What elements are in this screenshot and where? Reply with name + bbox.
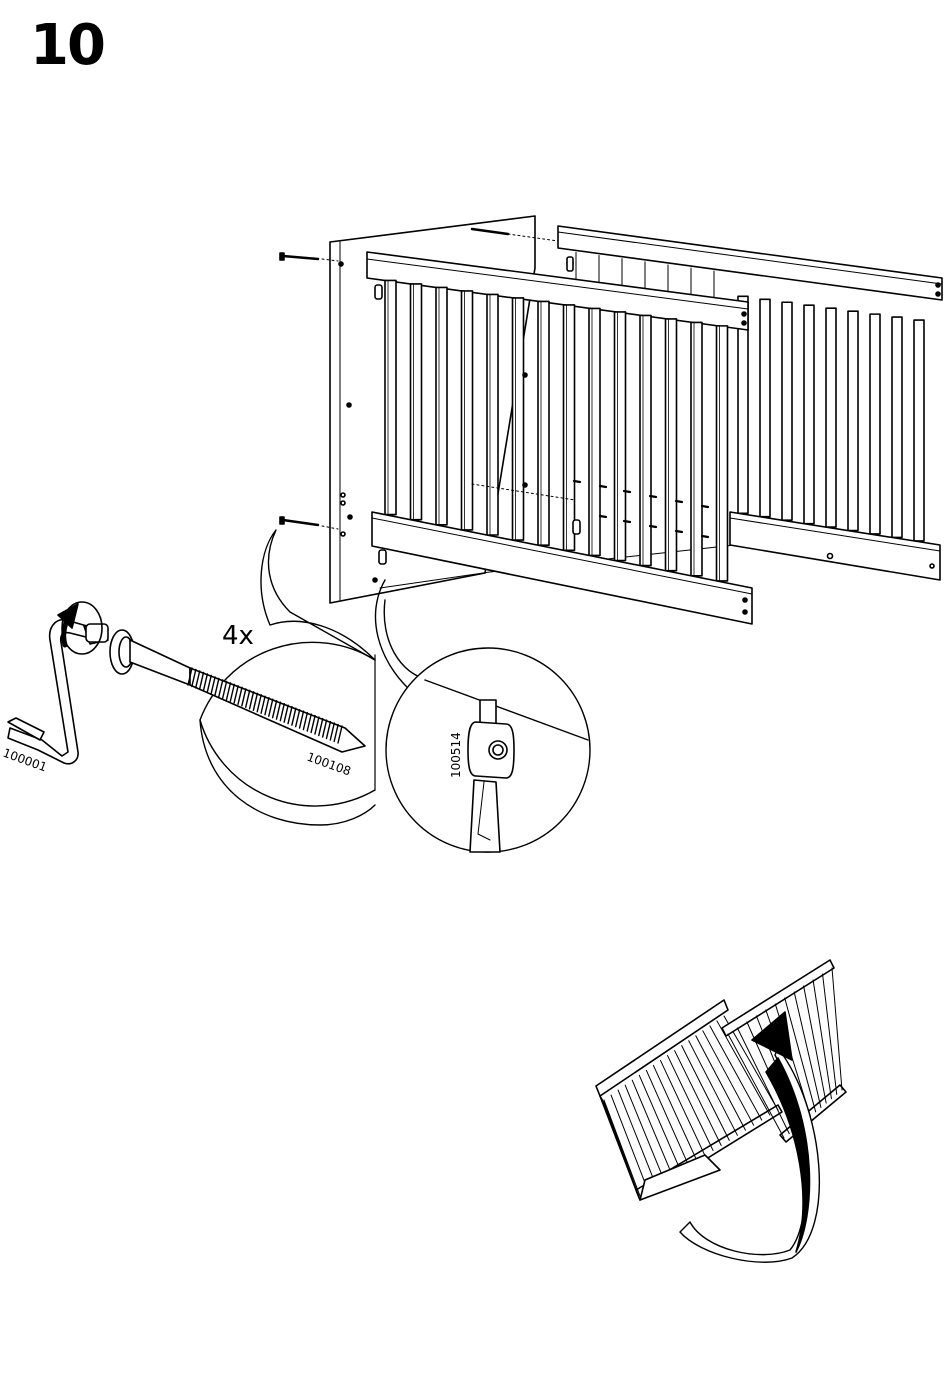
front-slat — [640, 315, 651, 565]
front-slat — [564, 305, 575, 550]
back-slat — [848, 311, 858, 530]
back-slat — [826, 308, 836, 527]
front-slat — [462, 291, 473, 530]
back-slat — [804, 305, 814, 523]
allen-key-icon — [8, 620, 108, 764]
front-slat — [411, 284, 422, 520]
front-slat — [691, 322, 702, 575]
front-slat — [615, 312, 626, 561]
bolt-detail-callout — [8, 530, 375, 825]
back-slat — [892, 317, 902, 537]
front-slat — [589, 308, 600, 555]
screwdriver-icon — [470, 780, 500, 852]
turn-over-icon — [596, 960, 846, 1262]
bolt-part-number: 100108 — [305, 750, 353, 779]
crib-frame-drawing — [280, 216, 942, 624]
back-slat — [760, 299, 770, 516]
front-slat — [513, 298, 524, 540]
front-slat — [385, 280, 396, 514]
barrel-nut-part-number: 100514 — [449, 732, 463, 778]
back-slat — [870, 314, 880, 534]
front-slat — [436, 287, 447, 524]
front-slat — [538, 301, 549, 545]
quantity-label: 4x — [222, 621, 254, 651]
front-slat — [717, 326, 728, 581]
front-slat — [666, 319, 677, 571]
back-slat — [782, 302, 792, 520]
back-slat — [914, 320, 924, 541]
front-slat — [487, 294, 498, 535]
barrel-nut-callout — [375, 580, 590, 852]
